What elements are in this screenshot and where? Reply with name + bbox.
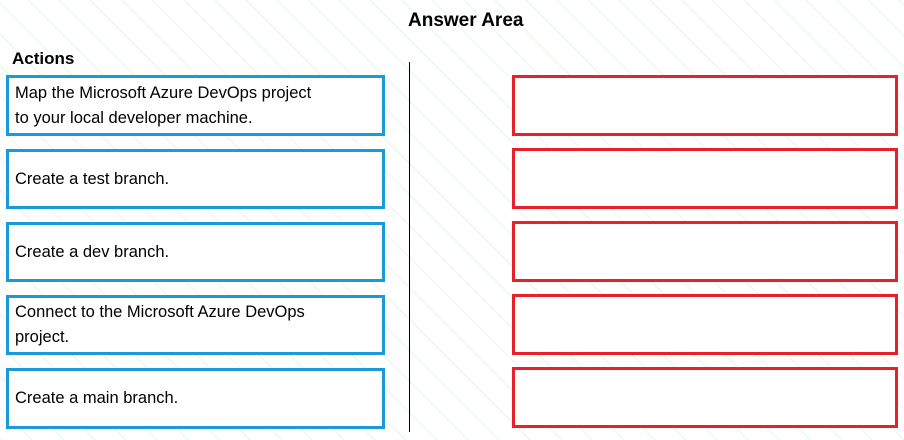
action-item-label: Map the Microsoft Azure DevOps project t… <box>15 83 312 127</box>
answer-slot-2[interactable] <box>512 148 898 209</box>
action-item-label: Create a main branch. <box>15 389 179 407</box>
action-item-label: Connect to the Microsoft Azure DevOps pr… <box>15 303 305 346</box>
column-divider <box>409 62 410 432</box>
answer-slot-3[interactable] <box>512 221 898 282</box>
answer-slot-1[interactable] <box>512 75 898 136</box>
answer-slot-5[interactable] <box>512 367 898 428</box>
action-item-connect-project[interactable]: Connect to the Microsoft Azure DevOps pr… <box>6 295 385 355</box>
actions-heading: Actions <box>12 49 75 68</box>
action-item-label: Create a test branch. <box>15 169 170 188</box>
action-item-map-project[interactable]: Map the Microsoft Azure DevOps project t… <box>6 75 385 136</box>
action-item-label: Create a dev branch. <box>15 242 170 261</box>
action-item-create-test-branch[interactable]: Create a test branch. <box>6 149 385 209</box>
action-item-create-main-branch[interactable]: Create a main branch. <box>6 368 385 429</box>
answer-area-title: Answer Area <box>408 10 524 31</box>
answer-slot-4[interactable] <box>512 294 898 355</box>
action-item-create-dev-branch[interactable]: Create a dev branch. <box>6 222 385 282</box>
